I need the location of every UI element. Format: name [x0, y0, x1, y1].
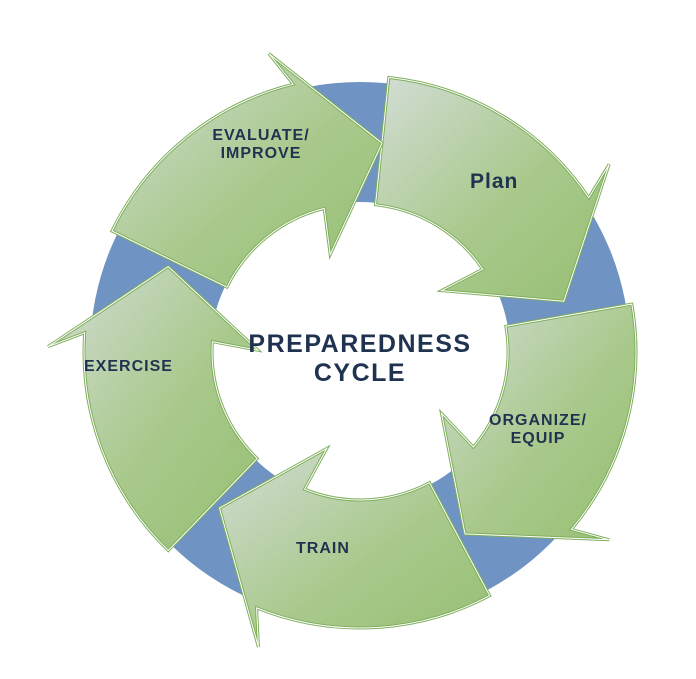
arrow-highlight-plan: [374, 76, 610, 302]
equip-line: EQUIP: [510, 430, 566, 448]
organize-line: ORGANIZE/: [489, 412, 587, 429]
arrow-highlight-exercise: [47, 265, 260, 552]
arrow-highlight-evaluate-improve: [111, 53, 383, 288]
step-plan-label: Plan: [470, 170, 519, 193]
center-title: PREPAREDNESS CYCLE: [200, 330, 520, 388]
arrow-highlight-organize-equip: [440, 303, 637, 541]
evaluate-line: EVALUATE/: [212, 127, 310, 144]
step-organize-equip-label: ORGANIZE/ EQUIP: [478, 412, 598, 449]
step-exercise-label: EXERCISE: [84, 358, 173, 375]
center-title-line-2: CYCLE: [313, 358, 407, 387]
step-evaluate-improve-label: EVALUATE/ IMPROVE: [196, 127, 326, 164]
arrow-highlight-train: [218, 447, 491, 648]
step-train-label: TRAIN: [296, 540, 350, 557]
center-title-line-1: PREPAREDNESS: [248, 330, 472, 358]
improve-line: IMPROVE: [220, 145, 302, 163]
